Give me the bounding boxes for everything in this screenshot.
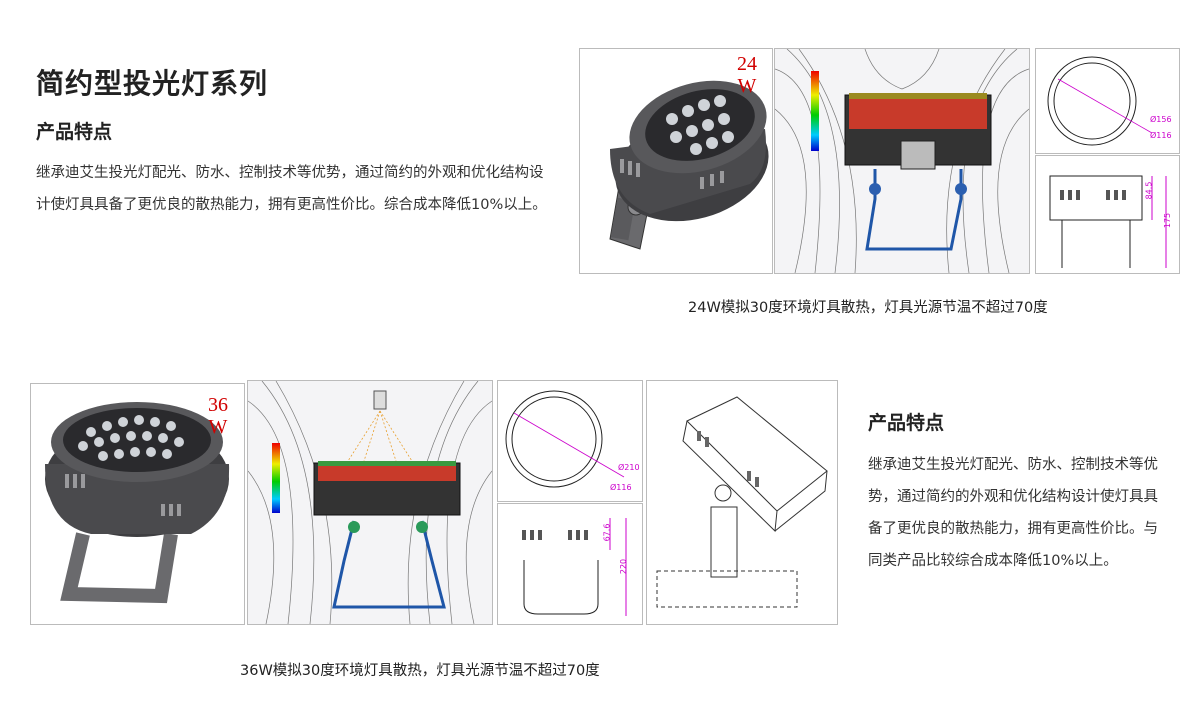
dim-outer-36w: Ø210 — [618, 463, 640, 472]
watt-label-24-number: 24 — [737, 53, 757, 75]
dim-outer-24w: Ø156 — [1150, 115, 1172, 124]
dim-inner-24w: Ø116 — [1150, 131, 1172, 140]
watt-label-36-number: 36 — [208, 394, 228, 416]
lamp-36w-line-drawing — [646, 380, 838, 625]
thermal-sim-36w-image — [247, 380, 493, 625]
dim-height2-36w: 220 — [619, 558, 629, 575]
lamp-24w-image: 24 W — [579, 48, 773, 274]
lamp-36w-image: 36 W — [30, 383, 245, 625]
dim-height2-24w: 175 — [1163, 212, 1173, 229]
section2-body: 继承迪艾生投光灯配光、防水、控制技术等优势，通过简约的外观和优化结构设计使灯具具… — [868, 457, 1158, 569]
watt-label-24-unit: W — [737, 75, 757, 97]
section1-caption: 24W模拟30度环境灯具散热，灯具光源节温不超过70度 — [688, 300, 1048, 316]
dim-drawing-36w-top: Ø210 Ø116 — [497, 380, 643, 502]
dim-inner-36w: Ø116 — [610, 483, 632, 492]
page-title: 简约型投光灯系列 — [36, 67, 269, 100]
section2-caption: 36W模拟30度环境灯具散热，灯具光源节温不超过70度 — [240, 663, 600, 679]
dim-height1-24w: 84.5 — [1144, 181, 1154, 200]
dim-drawing-36w-side: 67.6 220 — [497, 503, 643, 625]
dim-height1-36w: 67.6 — [602, 523, 612, 542]
dim-drawing-24w-top: Ø156 Ø116 — [1035, 48, 1180, 154]
thermal-sim-24w-image — [774, 48, 1030, 274]
section1-body: 继承迪艾生投光灯配光、防水、控制技术等优势，通过简约的外观和优化结构设计使灯具具… — [36, 165, 547, 213]
section2-heading: 产品特点 — [868, 412, 945, 434]
section1-heading: 产品特点 — [36, 121, 113, 143]
dim-drawing-24w-side: 84.5 175 — [1035, 155, 1180, 274]
watt-label-36-unit: W — [208, 416, 228, 438]
